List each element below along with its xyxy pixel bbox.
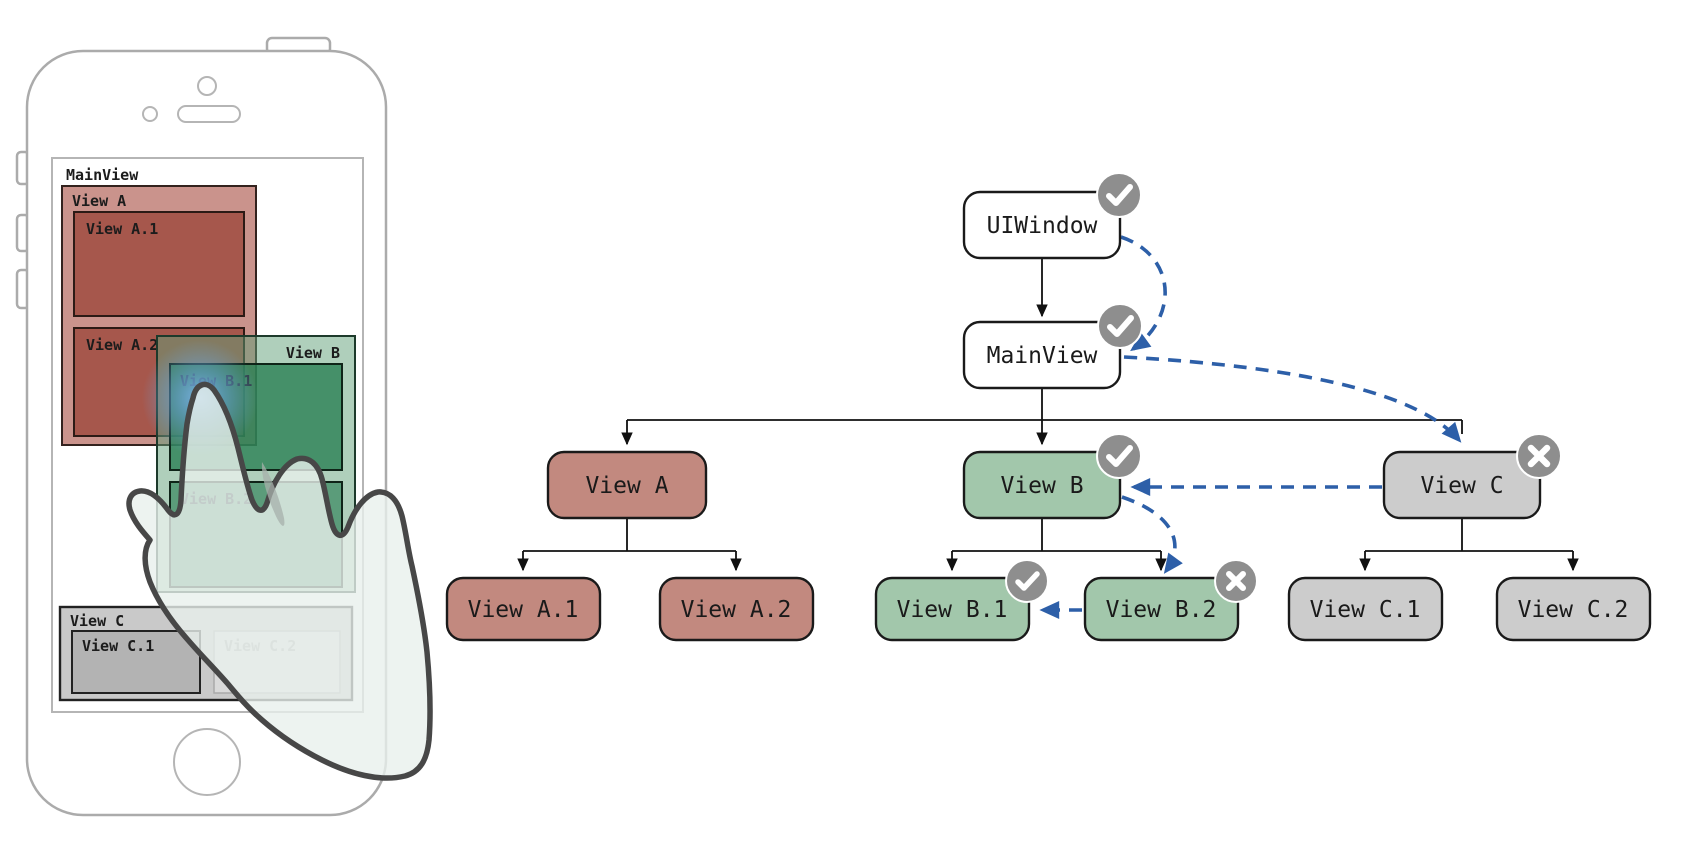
home-button[interactable]: [173, 728, 241, 796]
phone-view-a-label: View A: [72, 192, 126, 210]
hit-test-arrow-view-b-to-view-b2: [1121, 495, 1183, 574]
tree-node-view-a2-label: View A.2: [681, 597, 792, 623]
check-icon: [1107, 315, 1134, 337]
tree-node-view-b: View B: [962, 450, 1122, 520]
x-icon: [1527, 444, 1551, 468]
check-icon: [1106, 445, 1133, 467]
tree-node-view-b2: View B.2: [1083, 576, 1240, 642]
tree-node-uiwindow: UIWindow: [962, 190, 1122, 260]
x-badge-view-b2: [1214, 559, 1258, 603]
x-badge-view-c: [1516, 433, 1562, 479]
phone-view-a1-label: View A.1: [86, 220, 158, 238]
sensor-icon: [142, 106, 158, 122]
camera-icon: [197, 76, 217, 96]
check-badge-view-b: [1096, 433, 1142, 479]
phone-view-c1-label: View C.1: [82, 637, 154, 655]
phone-view-b-label: View B: [286, 344, 340, 362]
hit-test-arrow-mainview-to-view-c: [1123, 355, 1462, 443]
iphone-mockup: MainView View A View A.1 View A.2 View C…: [15, 36, 433, 817]
hit-test-arrow-uiwindow-to-mainview: [1120, 235, 1167, 352]
connector-view-c-rail: [1365, 518, 1573, 552]
tree-node-view-b1: View B.1: [874, 576, 1031, 642]
check-badge-mainview: [1097, 303, 1143, 349]
connector-view-a-rail: [523, 518, 736, 552]
tree-node-view-a1: View A.1: [445, 576, 602, 642]
phone-view-a1[interactable]: [73, 211, 245, 317]
check-icon: [1106, 184, 1133, 206]
tree-node-view-a1-label: View A.1: [468, 597, 579, 623]
tree-node-view-c2-label: View C.2: [1518, 597, 1629, 623]
tree-node-view-a-label: View A: [585, 473, 668, 499]
phone-view-c1[interactable]: [71, 630, 201, 694]
view-hierarchy-tree: UIWindow MainView View A View B View C V…: [445, 172, 1652, 642]
tree-node-mainview: MainView: [962, 320, 1122, 390]
tree-node-view-a: View A: [546, 450, 708, 520]
check-badge-uiwindow: [1096, 172, 1142, 218]
check-icon: [1015, 571, 1040, 591]
tree-node-view-c-label: View C: [1420, 473, 1503, 499]
tree-node-view-c2: View C.2: [1495, 576, 1652, 642]
finger-shadow: [261, 462, 285, 526]
x-icon: [1226, 571, 1246, 591]
speaker-slot: [177, 105, 241, 123]
tree-node-view-c1: View C.1: [1287, 576, 1444, 642]
hand-silhouette: [126, 381, 433, 781]
tree-node-mainview-label: MainView: [987, 343, 1098, 369]
connector-view-b-rail: [952, 518, 1161, 552]
tree-node-view-b2-label: View B.2: [1106, 597, 1217, 623]
mainview-screen-label: MainView: [66, 166, 139, 184]
tree-node-view-a2: View A.2: [658, 576, 815, 642]
pointing-hand: [126, 381, 433, 781]
phone-view-c-label: View C: [70, 612, 124, 630]
check-badge-view-b1: [1005, 559, 1049, 603]
tree-node-uiwindow-label: UIWindow: [987, 213, 1098, 239]
tree-node-view-b-label: View B: [1000, 473, 1083, 499]
tree-node-view-c: View C: [1382, 450, 1542, 520]
tree-node-view-c1-label: View C.1: [1310, 597, 1421, 623]
tree-node-view-b1-label: View B.1: [897, 597, 1008, 623]
phone-view-a2-label: View A.2: [86, 336, 158, 354]
